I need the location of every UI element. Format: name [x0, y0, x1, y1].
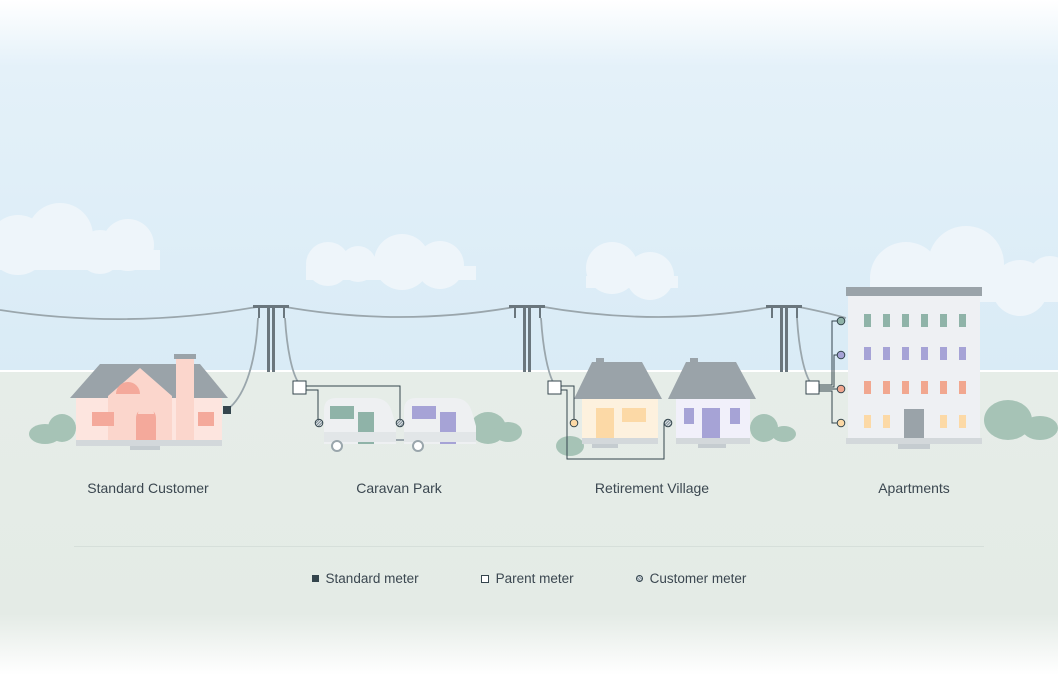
caravan-1 [324, 398, 406, 452]
cloud-center-left [306, 234, 476, 290]
standard-meter-icon [311, 575, 319, 582]
caravan-2 [404, 398, 476, 452]
parent-meter-icon [480, 574, 489, 583]
retirement-house-1 [574, 358, 662, 448]
label-retirement-village: Retirement Village [594, 480, 710, 496]
divider [74, 546, 984, 547]
standard-meter [223, 406, 231, 414]
legend-label-standard: Standard meter [325, 571, 419, 586]
customer-meter [836, 418, 846, 428]
overhead-wires [0, 305, 847, 320]
cloud-left [0, 203, 160, 275]
customer-meter-icon [635, 575, 643, 582]
legend-label-parent: Parent meter [495, 571, 574, 586]
shrub-5 [984, 400, 1058, 440]
power-pole-1 [253, 305, 289, 372]
legend-label-customer: Customer meter [649, 571, 747, 586]
parent-meter-apartments [805, 380, 820, 395]
customer-meter [663, 418, 673, 428]
legend: Standard meter Parent meter Customer met… [0, 571, 1058, 586]
power-pole-2 [509, 305, 545, 372]
retirement-house-2 [668, 358, 756, 448]
service-drops [227, 317, 811, 410]
shrub-3 [556, 436, 584, 456]
cloud-center [586, 242, 678, 300]
apartment-building [846, 287, 982, 449]
parent-meter-caravan-park [292, 380, 307, 395]
customer-meter [395, 418, 405, 428]
legend-item-customer: Customer meter [635, 571, 747, 586]
label-caravan-park: Caravan Park [356, 480, 442, 496]
customer-meter [569, 418, 579, 428]
legend-item-standard: Standard meter [311, 571, 419, 586]
customer-meter [836, 384, 846, 394]
customer-meter [314, 418, 324, 428]
shrub-4 [750, 414, 796, 442]
customer-meter [836, 316, 846, 326]
label-standard-customer: Standard Customer [87, 480, 209, 496]
shrub-1 [29, 414, 76, 444]
shrub-2 [470, 412, 522, 444]
parent-meter-retirement-village [547, 380, 562, 395]
customer-meter [836, 350, 846, 360]
power-pole-3 [766, 305, 802, 372]
label-apartments: Apartments [878, 480, 950, 496]
standard-customer-house [70, 354, 228, 450]
legend-item-parent: Parent meter [480, 571, 574, 586]
